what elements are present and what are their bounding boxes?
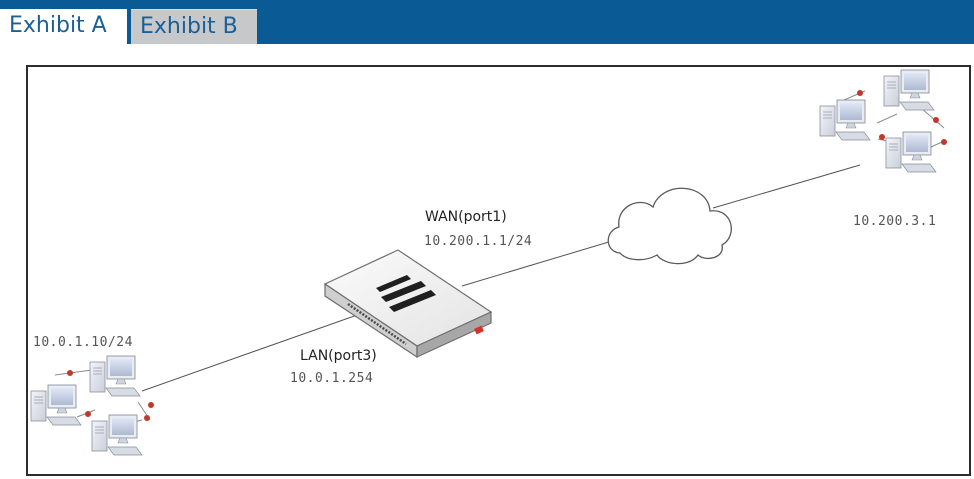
- local-network-ip-label: 10.0.1.10/24: [33, 335, 133, 350]
- link-local-to-firewall: [141, 313, 361, 392]
- fortinet-logo-icon: [376, 275, 436, 312]
- link-cloud-to-remote: [712, 164, 861, 209]
- lan-port-label: LAN(port3): [300, 348, 377, 364]
- wan-port-label: WAN(port1): [425, 209, 507, 225]
- link-firewall-to-cloud: [461, 240, 613, 287]
- firewall-appliance-icon: [323, 249, 493, 359]
- wan-ip-label: 10.200.1.1/24: [424, 234, 533, 249]
- remote-hosts-icon: [819, 69, 947, 173]
- local-hosts-icon: [30, 355, 154, 456]
- tab-exhibit-b[interactable]: Exhibit B: [131, 9, 257, 44]
- tab-exhibit-a[interactable]: Exhibit A: [0, 9, 127, 44]
- diagram-frame: [26, 65, 971, 476]
- remote-network-ip-label: 10.200.3.1: [853, 214, 937, 229]
- internet-cloud-icon: [607, 187, 732, 265]
- lan-ip-label: 10.0.1.254: [290, 371, 374, 386]
